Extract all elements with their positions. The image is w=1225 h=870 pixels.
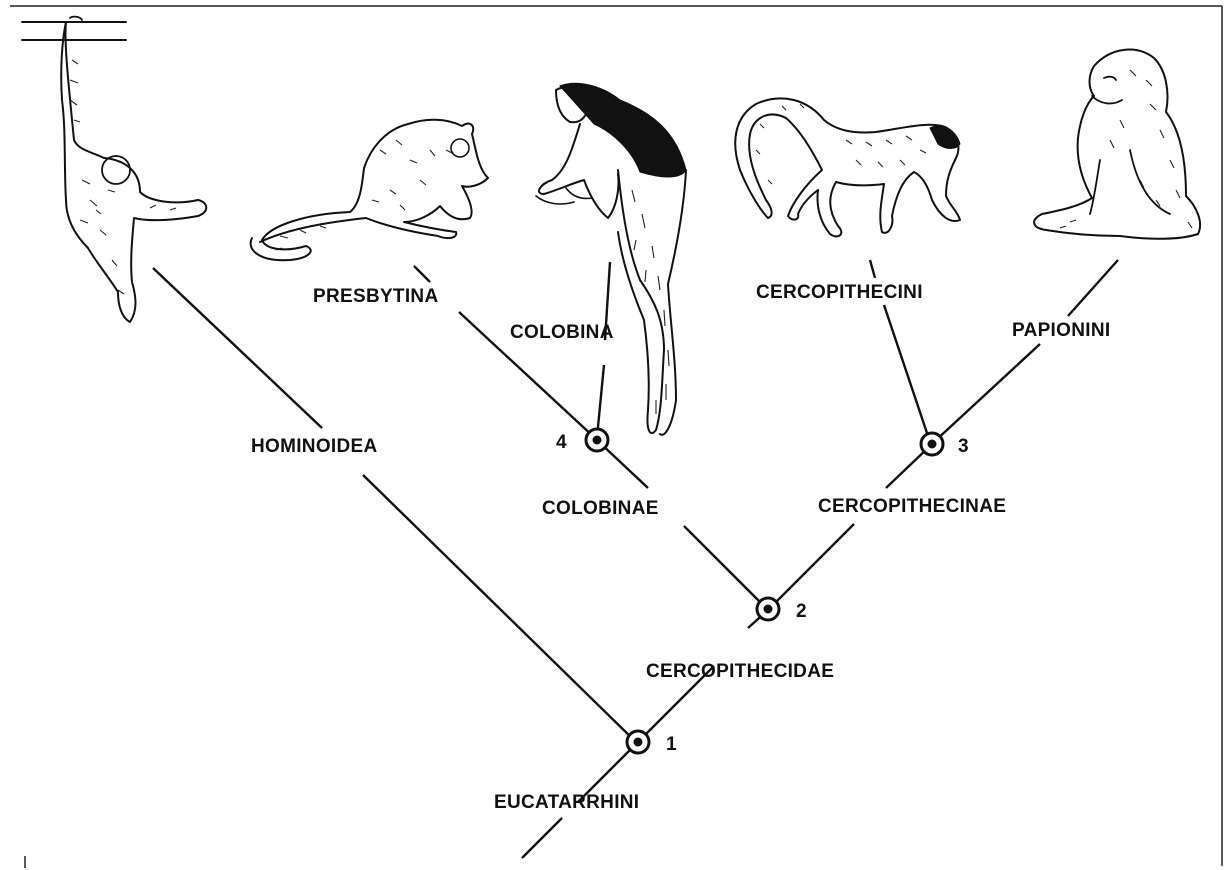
label-cercopithecini: CERCOPITHECINI	[756, 282, 923, 303]
branch-colobinae-lower	[684, 526, 766, 608]
branch-colobina-lower	[597, 365, 604, 437]
label-colobinae: COLOBINAE	[542, 498, 659, 519]
baboon-illustration	[1034, 50, 1200, 239]
guenon-illustration	[735, 98, 960, 236]
label-cercopithecidae: CERCOPITHECIDAE	[646, 661, 834, 682]
branch-papionini-lower	[934, 344, 1040, 442]
node-2	[757, 598, 779, 620]
branch-papionini-upper	[1068, 260, 1118, 316]
label-cercopithecinae: CERCOPITHECINAE	[818, 496, 1006, 517]
node-3	[921, 433, 943, 455]
branch-cercopithecini-tip	[870, 260, 875, 278]
langur-illustration	[251, 120, 488, 260]
node-1-number: 1	[666, 734, 677, 755]
gibbon-illustration	[22, 17, 206, 322]
label-presbytina: PRESBYTINA	[313, 286, 438, 307]
branch-cercopithecini	[884, 305, 930, 442]
label-hominoidea: HOMINOIDEA	[251, 436, 378, 457]
label-colobina: COLOBINA	[510, 322, 614, 343]
branch-colobinae-upper	[599, 442, 648, 488]
tree-branches	[153, 260, 1118, 858]
branch-cercopithecinae-lower	[770, 524, 854, 608]
node-4	[586, 429, 608, 451]
branch-root-lower	[522, 818, 562, 858]
node-3-number: 3	[958, 436, 969, 457]
label-papionini: PAPIONINI	[1012, 320, 1110, 341]
label-eucatarrhini: EUCATARRHINI	[494, 792, 639, 813]
node-1	[627, 731, 649, 753]
node-4-number: 4	[556, 432, 567, 453]
branch-hominoidea-upper	[153, 268, 322, 428]
node-2-number: 2	[796, 601, 807, 622]
branch-presbytina-tip	[414, 266, 430, 282]
colobus-illustration	[536, 83, 686, 434]
